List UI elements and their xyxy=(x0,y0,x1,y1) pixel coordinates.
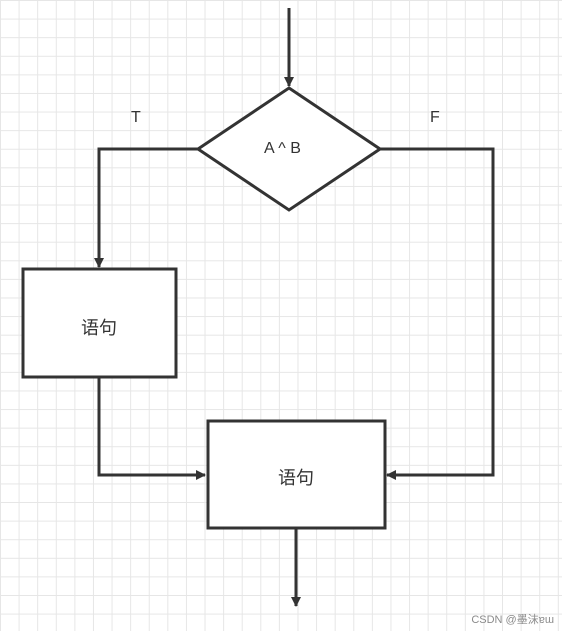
false-label: F xyxy=(430,109,440,126)
false-branch-arrow xyxy=(380,147,495,480)
watermark: CSDN @墨沫ɐɯ xyxy=(471,614,554,626)
condition-label: A ^ B xyxy=(264,140,301,157)
bottom-statement-box xyxy=(206,419,387,530)
left-statement-box xyxy=(21,267,178,379)
bottom-box-label: 语句 xyxy=(278,468,314,488)
left-box-label: 语句 xyxy=(81,318,117,338)
left-to-bottom-arrow xyxy=(97,377,206,480)
decision-diamond xyxy=(195,86,383,212)
true-label: T xyxy=(131,109,141,126)
true-branch-arrow xyxy=(94,147,198,268)
